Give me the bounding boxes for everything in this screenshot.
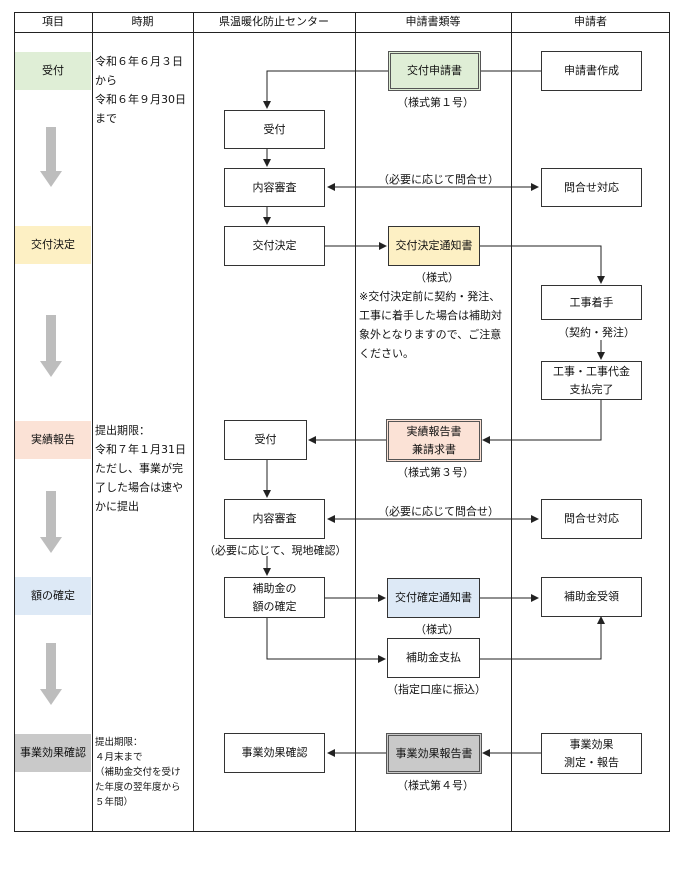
center-confirm-box: 補助金の 額の確定 [224, 577, 325, 618]
applicant-receive-box: 補助金受領 [541, 577, 642, 617]
applicant-create-box: 申請書作成 [541, 51, 642, 91]
inquiry-label: （必要に応じて問合せ） [378, 173, 499, 186]
period-line: （補助金交付を受け [95, 767, 181, 778]
box-label: 事業効果 [569, 737, 614, 751]
applicant-construction-box: 工事着手 [541, 285, 642, 320]
box-label: 受付 [263, 122, 286, 136]
period-line: 令和６年６月３日 [95, 55, 183, 68]
box-label: 問合せ対応 [564, 180, 619, 194]
period-receipt: 令和６年６月３日 から 令和６年９月30日 まで [95, 52, 186, 128]
period-line: 令和６年９月30日 [95, 93, 186, 106]
period-line: 提出期限： [95, 737, 143, 748]
applicant-inquiry-box: 問合せ対応 [541, 168, 642, 207]
box-label: 受付 [254, 433, 277, 446]
period-line: ５年間） [95, 797, 134, 808]
box-label: 交付決定通知書 [395, 239, 473, 252]
period-line: まで [95, 112, 117, 125]
box-label: 事業効果報告書 [395, 746, 473, 760]
box-label: 工事着手 [569, 295, 614, 309]
applicant-complete-box: 工事・工事代金 支払完了 [541, 361, 642, 400]
box-label: 交付申請書 [407, 64, 462, 77]
box-label: 工事・工事代金 [553, 364, 630, 378]
doc-form-label: （様式） [415, 271, 459, 284]
stage-report: 実績報告 [15, 421, 91, 459]
payment-box: 補助金支払 [387, 638, 480, 678]
down-arrow-icon [40, 643, 62, 705]
box-label: 交付確定通知書 [395, 591, 472, 604]
doc-form-label: （様式） [415, 623, 459, 636]
stage-decision: 交付決定 [15, 226, 91, 264]
period-line: かに提出 [95, 500, 139, 513]
doc-form-label: （様式第４号） [397, 779, 474, 792]
doc-confirm-notice-box: 交付確定通知書 [387, 578, 480, 618]
caution-line: ください。 [359, 347, 414, 360]
flow-table-frame [14, 12, 670, 832]
header-divider [14, 32, 670, 33]
box-label: 兼請求書 [412, 442, 456, 456]
header-docs: 申請書類等 [405, 15, 461, 28]
doc-form-label: （様式第３号） [397, 466, 474, 479]
center-effect-check-box: 事業効果確認 [224, 733, 325, 773]
header-applicant: 申請者 [574, 15, 607, 28]
box-label: 実績報告書 [406, 424, 462, 438]
period-line: 令和７年１月31日 [95, 443, 186, 456]
down-arrow-icon [40, 491, 62, 553]
period-effect: 提出期限： ４月末まで （補助金交付を受け た年度の翌年度から ５年間） [95, 735, 181, 810]
column-divider [92, 12, 93, 832]
box-label: 問合せ対応 [564, 512, 619, 525]
construction-note: （契約・発注） [558, 326, 635, 339]
box-label: 事業効果確認 [241, 746, 308, 759]
payment-note: （指定口座に振込） [387, 683, 486, 696]
box-label: 補助金の [252, 581, 297, 595]
site-check-note: （必要に応じて、現地確認） [204, 544, 347, 557]
box-label: 測定・報告 [564, 755, 619, 769]
doc-decision-notice-box: 交付決定通知書 [388, 226, 480, 266]
stage-effect: 事業効果確認 [15, 734, 91, 772]
box-label: 内容審査 [252, 180, 297, 194]
header-item: 項目 [42, 15, 64, 28]
applicant-measure-box: 事業効果 測定・報告 [541, 733, 642, 774]
center-review-box: 内容審査 [224, 168, 325, 207]
box-label: 補助金支払 [406, 651, 461, 664]
box-label: 交付決定 [252, 239, 297, 252]
applicant-inquiry2-box: 問合せ対応 [541, 499, 642, 539]
caution-note: ※交付決定前に契約・発注、 工事に着手した場合は補助対 象外となりますので、ご注… [359, 287, 502, 363]
header-center: 県温暖化防止センター [219, 15, 329, 28]
column-divider [511, 12, 512, 832]
inquiry-label: （必要に応じて問合せ） [378, 505, 499, 518]
caution-line: ※交付決定前に契約・発注、 [359, 290, 501, 303]
header-period: 時期 [131, 15, 154, 28]
doc-application-box: 交付申請書 [388, 51, 481, 91]
box-label: 支払完了 [569, 382, 614, 396]
doc-form-label: （様式第１号） [397, 96, 474, 109]
center-receipt2-box: 受付 [224, 420, 307, 460]
period-line: 提出期限： [95, 424, 150, 437]
stage-receipt: 受付 [15, 52, 91, 90]
box-label: 内容審査 [252, 512, 297, 525]
caution-line: 工事に着手した場合は補助対 [359, 309, 502, 322]
period-line: た年度の翌年度から [95, 782, 181, 793]
period-line: ただし、事業が完 [95, 462, 183, 475]
center-review2-box: 内容審査 [224, 499, 325, 539]
stage-arrows [40, 127, 62, 705]
caution-line: 象外となりますので、ご注意 [359, 328, 502, 341]
doc-effect-report-box: 事業効果報告書 [386, 733, 482, 774]
box-label: 申請書作成 [564, 64, 619, 77]
column-divider [355, 12, 356, 832]
box-label: 額の確定 [252, 599, 297, 613]
period-report: 提出期限： 令和７年１月31日 ただし、事業が完 了した場合は速や かに提出 [95, 421, 186, 516]
box-label: 補助金受領 [564, 590, 619, 603]
down-arrow-icon [40, 127, 62, 187]
period-line: ４月末まで [95, 752, 143, 763]
center-receipt-box: 受付 [224, 110, 325, 149]
doc-report-box: 実績報告書 兼請求書 [386, 419, 482, 462]
period-line: 了した場合は速や [95, 481, 183, 494]
center-decision-box: 交付決定 [224, 226, 325, 266]
column-divider [193, 12, 194, 832]
down-arrow-icon [40, 315, 62, 377]
stage-confirm: 額の確定 [15, 577, 91, 615]
period-line: から [95, 74, 117, 87]
